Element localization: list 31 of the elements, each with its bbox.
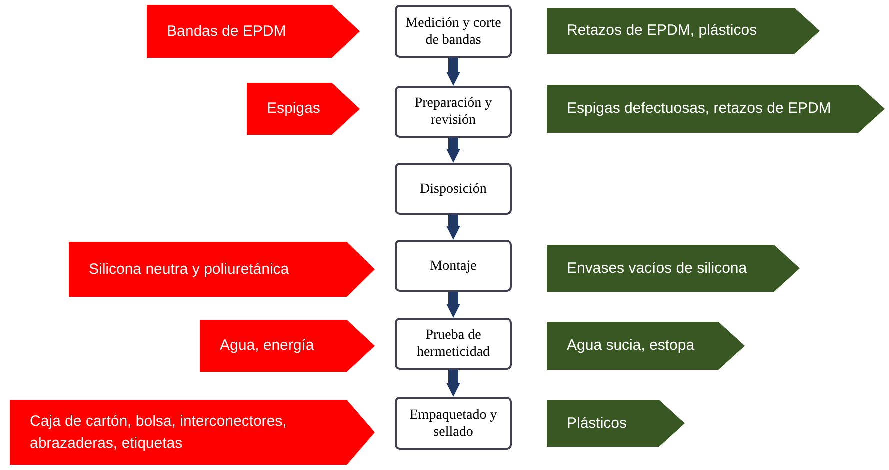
output-banner bbox=[547, 8, 820, 54]
input-banner bbox=[147, 5, 360, 58]
process-box: Empaquetado y sellado bbox=[395, 397, 512, 450]
process-box: Preparación y revisión bbox=[395, 86, 512, 138]
input-label: Caja de cartón, bolsa, interconectores, abrazaderas, etiquetas bbox=[29, 412, 288, 454]
output-banner bbox=[547, 245, 800, 292]
output-label: Envases vacíos de silicona bbox=[566, 258, 748, 278]
input-label: Agua, energía bbox=[219, 336, 316, 356]
arrow bbox=[446, 215, 460, 240]
input-label: Bandas de EPDM bbox=[166, 22, 288, 42]
output-banner bbox=[547, 400, 685, 447]
input-banner bbox=[200, 320, 375, 372]
input-label: Silicona neutra y poliuretánica bbox=[88, 260, 290, 280]
process-box: Prueba de hermeticidad bbox=[395, 318, 512, 370]
input-banner bbox=[10, 400, 375, 465]
process-box: Medición y corte de bandas bbox=[395, 5, 512, 58]
output-label: Agua sucia, estopa bbox=[566, 336, 696, 356]
output-label: Espigas defectuosas, retazos de EPDM bbox=[566, 99, 832, 119]
output-label: Plásticos bbox=[566, 414, 628, 434]
input-label: Espigas bbox=[266, 99, 322, 119]
process-box: Disposición bbox=[395, 163, 512, 215]
arrow bbox=[446, 58, 460, 86]
output-banner bbox=[547, 322, 745, 370]
arrow bbox=[446, 370, 460, 397]
input-banner bbox=[247, 83, 360, 135]
arrow bbox=[446, 138, 460, 163]
process-box: Montaje bbox=[395, 240, 512, 292]
output-banner bbox=[547, 85, 885, 133]
input-banner bbox=[69, 242, 375, 297]
arrow bbox=[446, 292, 460, 318]
output-label: Retazos de EPDM, plásticos bbox=[566, 21, 758, 41]
